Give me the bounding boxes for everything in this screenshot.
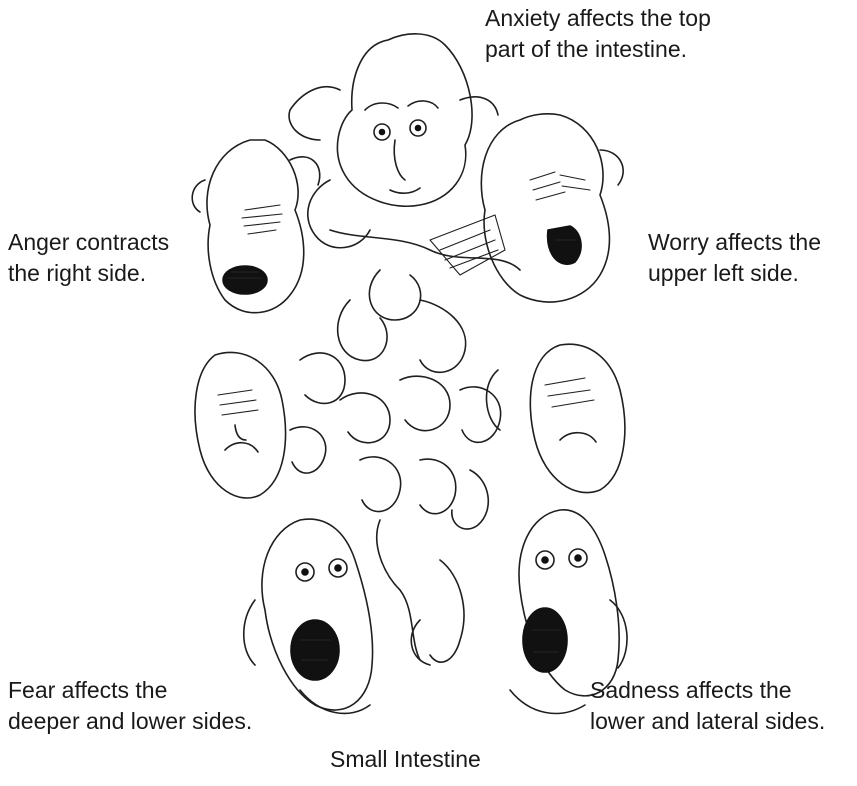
anxiety-label-line-2: part of the intestine. xyxy=(485,34,711,65)
fear-label: Fear affects the deeper and lower sides. xyxy=(8,675,252,737)
anxiety-label: Anxiety affects the top part of the inte… xyxy=(485,3,711,65)
anger-label-line-1: Anger contracts xyxy=(8,227,169,258)
sadness-label: Sadness affects the lower and lateral si… xyxy=(590,675,825,737)
fear-label-line-2: deeper and lower sides. xyxy=(8,706,252,737)
left-middle-face xyxy=(195,352,286,498)
fear-face xyxy=(244,519,373,710)
worry-label-line-1: Worry affects the xyxy=(648,227,821,258)
sadness-label-line-2: lower and lateral sides. xyxy=(590,706,825,737)
sadness-face xyxy=(519,510,627,696)
anger-label: Anger contracts the right side. xyxy=(8,227,169,289)
right-middle-face xyxy=(486,344,624,492)
anxiety-label-line-1: Anxiety affects the top xyxy=(485,3,711,34)
anger-label-line-2: the right side. xyxy=(8,258,169,289)
anger-face xyxy=(192,140,320,313)
sadness-label-line-1: Sadness affects the xyxy=(590,675,825,706)
anxiety-face xyxy=(289,34,498,248)
figure-caption: Small Intestine xyxy=(330,744,481,775)
worry-label-line-2: upper left side. xyxy=(648,258,821,289)
fear-label-line-1: Fear affects the xyxy=(8,675,252,706)
worry-face xyxy=(481,114,623,302)
worry-label: Worry affects the upper left side. xyxy=(648,227,821,289)
